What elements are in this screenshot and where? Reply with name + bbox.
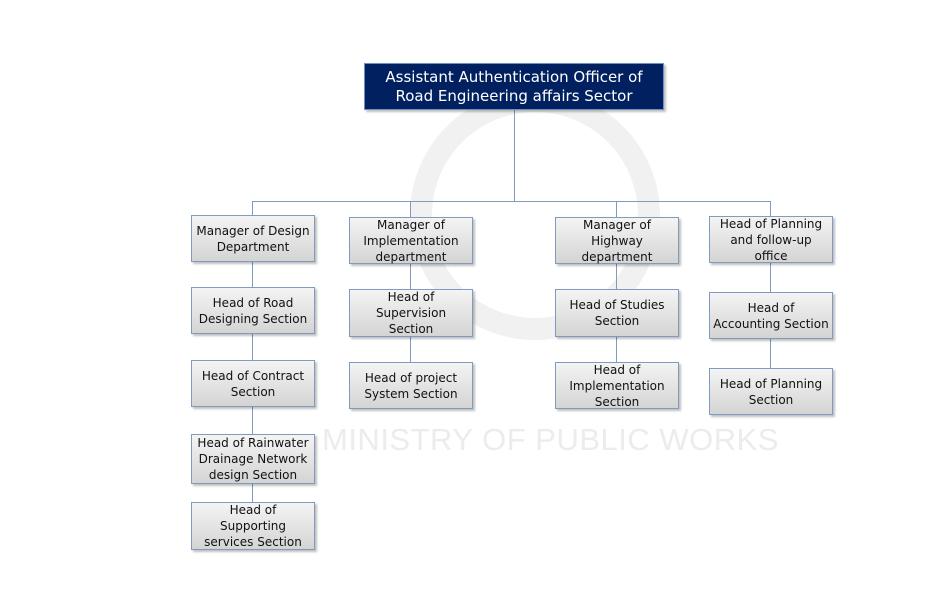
node-implementation-section: Head of Implementation Section bbox=[555, 362, 679, 409]
node-contract: Head of Contract Section bbox=[191, 360, 315, 407]
root-node: Assistant Authentication Officer of Road… bbox=[364, 63, 664, 110]
node-studies: Head of Studies Section bbox=[555, 289, 679, 337]
node-planning-section: Head of Planning Section bbox=[709, 368, 833, 415]
node-manager-implementation: Manager of Implementation department bbox=[349, 217, 473, 264]
node-supporting-services: Head of Supporting services Section bbox=[191, 502, 315, 550]
node-planning-followup: Head of Planning and follow-up office bbox=[709, 216, 833, 263]
watermark-text: MINISTRY OF PUBLIC WORKS bbox=[322, 422, 779, 457]
node-accounting: Head of Accounting Section bbox=[709, 292, 833, 339]
node-rainwater-drainage: Head of Rainwater Drainage Network desig… bbox=[191, 434, 315, 484]
node-supervision: Head of Supervision Section bbox=[349, 289, 473, 337]
node-road-designing: Head of Road Designing Section bbox=[191, 287, 315, 334]
node-manager-highway: Manager of Highway department bbox=[555, 217, 679, 264]
node-manager-design: Manager of Design Department bbox=[191, 215, 315, 262]
node-project-system: Head of project System Section bbox=[349, 362, 473, 409]
